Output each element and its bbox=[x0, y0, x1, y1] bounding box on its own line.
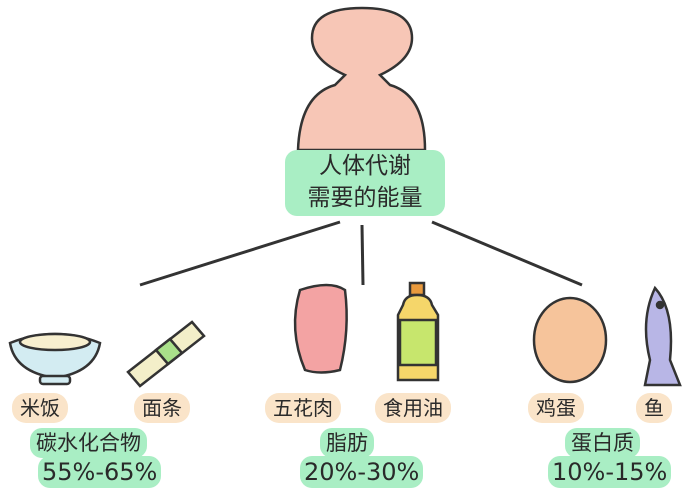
food-label-fish: 鱼 bbox=[636, 393, 672, 423]
food-label-oil: 食用油 bbox=[375, 393, 451, 423]
food-label-pork: 五花肉 bbox=[265, 393, 341, 423]
food-label-noodles: 面条 bbox=[134, 393, 190, 423]
cooking-oil-icon bbox=[396, 281, 440, 382]
center-line2: 需要的能量 bbox=[307, 185, 423, 211]
food-label-egg: 鸡蛋 bbox=[528, 393, 584, 423]
center-label: 人体代谢 需要的能量 bbox=[285, 150, 445, 216]
rice-bowl-icon bbox=[8, 332, 102, 386]
center-line1: 人体代谢 bbox=[319, 153, 411, 179]
pork-belly-icon bbox=[293, 283, 348, 374]
percent-carbs: 55%-65% bbox=[38, 456, 162, 488]
food-label-rice: 米饭 bbox=[12, 393, 68, 423]
person-icon bbox=[296, 6, 427, 152]
connector-lines bbox=[139, 220, 583, 287]
fish-icon bbox=[643, 285, 682, 387]
category-carbs: 碳水化合物 bbox=[30, 428, 147, 458]
category-fat: 脂肪 bbox=[320, 428, 374, 458]
egg-icon bbox=[532, 296, 608, 384]
category-protein: 蛋白质 bbox=[565, 428, 640, 458]
noodles-icon bbox=[126, 320, 206, 388]
percent-fat: 20%-30% bbox=[300, 456, 424, 488]
percent-protein: 10%-15% bbox=[548, 456, 672, 488]
